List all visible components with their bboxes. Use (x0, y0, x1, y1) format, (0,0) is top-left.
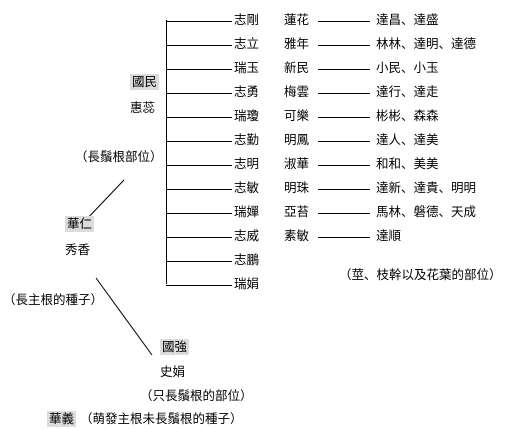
grandchildren-names: 林林、達明、達德 (376, 36, 477, 51)
grandchildren-names: 達順 (376, 228, 402, 243)
note-huayi: （萌發主根未長鬚根的種子） (80, 411, 243, 426)
child-name: 瑞瓊 (234, 108, 260, 123)
name-shijuan: 史娟 (160, 364, 186, 379)
grandchildren-names: 彬彬、森森 (376, 108, 439, 123)
note-children: （莖、枝幹以及花葉的部位） (339, 267, 502, 282)
grandchildren-names: 馬林、磐德、天成 (376, 204, 477, 219)
spouse-name: 明珠 (284, 180, 310, 195)
grandchildren-names: 小民、小玉 (376, 60, 439, 75)
spouse-name: 淑華 (284, 156, 310, 171)
spouse-name: 新民 (284, 60, 310, 75)
spouse-name: 亞苔 (284, 204, 310, 219)
note-huaren: （長主根的種子） (3, 292, 104, 307)
note-guoqiang: （只長鬚根的部位） (140, 388, 253, 403)
child-name: 志勤 (234, 132, 260, 147)
grandchildren-names: 達昌、達盛 (376, 12, 439, 27)
spouse-name: 雅年 (284, 36, 310, 51)
child-name: 志勇 (234, 84, 260, 99)
note-guomin: （長鬚根部位） (75, 149, 163, 164)
child-name: 志威 (234, 228, 260, 243)
child-name: 志鵬 (234, 252, 260, 267)
grandchildren-names: 達新、達貴、明明 (376, 180, 477, 195)
child-name: 志立 (234, 36, 260, 51)
child-name: 瑞玉 (234, 60, 260, 75)
connector-to-guomin (83, 179, 125, 223)
grandchildren-names: 和和、美美 (376, 156, 439, 171)
child-name: 志剛 (234, 12, 260, 27)
child-name: 瑞娟 (234, 276, 260, 291)
spouse-name: 梅雲 (284, 84, 310, 99)
spouse-name: 素敏 (284, 228, 310, 243)
name-guoqiang: 國強 (160, 339, 190, 355)
name-huaren: 華仁 (65, 216, 95, 232)
spouse-name: 可樂 (284, 108, 310, 123)
connector-to-guoqiang (95, 277, 153, 356)
child-name: 志敏 (234, 180, 260, 195)
child-name: 志明 (234, 156, 260, 171)
name-huayi: 華義 (47, 411, 77, 427)
grandchildren-names: 達人、達美 (376, 132, 439, 147)
grandchildren-names: 達行、達走 (376, 84, 439, 99)
spouse-name: 蓮花 (284, 12, 310, 27)
name-xiuxiang: 秀香 (65, 242, 91, 257)
name-guomin: 國民 (130, 74, 160, 90)
child-name: 瑞嬋 (234, 204, 260, 219)
spouse-name: 明鳳 (284, 132, 310, 147)
name-huirui: 惠蕊 (130, 100, 156, 115)
